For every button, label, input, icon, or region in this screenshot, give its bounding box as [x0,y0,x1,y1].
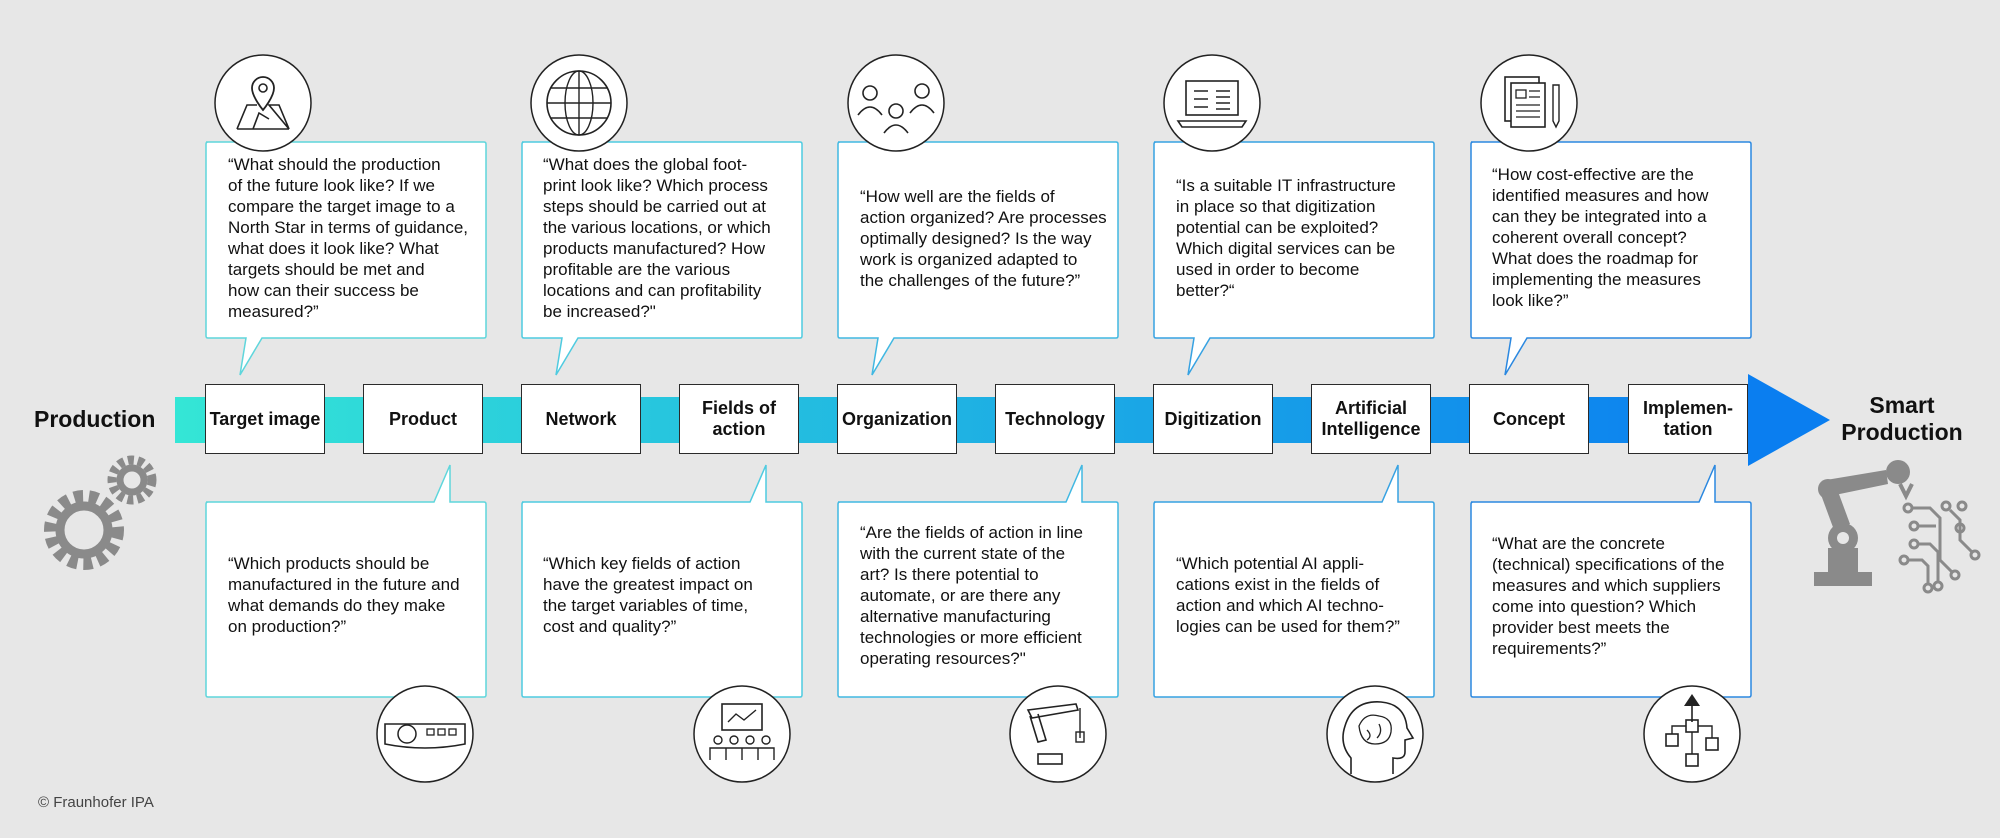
bottom-bubble-3 [837,464,1119,698]
question-implementation: “What are the concrete (technical) speci… [1492,534,1725,658]
stage-network[interactable]: Network [521,384,641,454]
top-bubble-4 [1153,141,1435,376]
stage-digitization[interactable]: Digitization [1153,384,1273,454]
stage-implementation[interactable]: Implemen- tation [1628,384,1748,454]
top-bubble-1 [205,141,487,376]
presentation-icon [693,685,791,783]
stage-product[interactable]: Product [363,384,483,454]
globe-icon [530,54,628,152]
bottom-bubble-2 [521,464,803,698]
top-bubble-2 [521,141,803,376]
documents-icon [1480,54,1578,152]
question-organization: “How well are the fields of action organ… [860,187,1107,290]
brain-icon [1326,685,1424,783]
flowchart-icon [1643,685,1741,783]
stage-fields-of-action[interactable]: Fields of action [679,384,799,454]
end-label: Smart Production [1841,392,1963,445]
people-icon [847,54,945,152]
copyright: © Fraunhofer IPA [38,794,154,811]
top-bubble-5 [1470,141,1752,376]
laptop-icon [1163,54,1261,152]
top-bubble-3 [837,141,1119,376]
stage-technology[interactable]: Technology [995,384,1115,454]
dashboard-icon [376,685,474,783]
question-fields-of-action: “Which key fields of action have the gre… [543,554,753,636]
bottom-bubble-4 [1153,464,1435,698]
robot-circuit-icon [1814,460,1981,594]
question-artificial-intelligence: “Which potential AI appli- cations exist… [1176,554,1400,636]
robot-arm-icon [1009,685,1107,783]
question-target-image: “What should the production of the futur… [228,155,469,321]
stage-target-image[interactable]: Target image [205,384,325,454]
map-pin-icon [214,54,312,152]
question-concept: “How cost-effective are the identified m… [1492,165,1709,310]
stage-artificial-intelligence[interactable]: Artificial Intelligence [1311,384,1431,454]
question-network: “What does the global foot- print look l… [543,155,771,321]
question-product: “Which products should be manufactured i… [228,554,460,636]
question-technology: “Are the fields of action in line with t… [860,523,1084,668]
bottom-bubble-5 [1470,464,1752,698]
stage-concept[interactable]: Concept [1469,384,1589,454]
start-label: Production [34,406,156,432]
gears-icon [44,455,157,570]
question-digitization: “Is a suitable IT infrastructure in plac… [1176,176,1396,300]
stage-organization[interactable]: Organization [837,384,957,454]
bottom-bubble-1 [205,464,487,698]
